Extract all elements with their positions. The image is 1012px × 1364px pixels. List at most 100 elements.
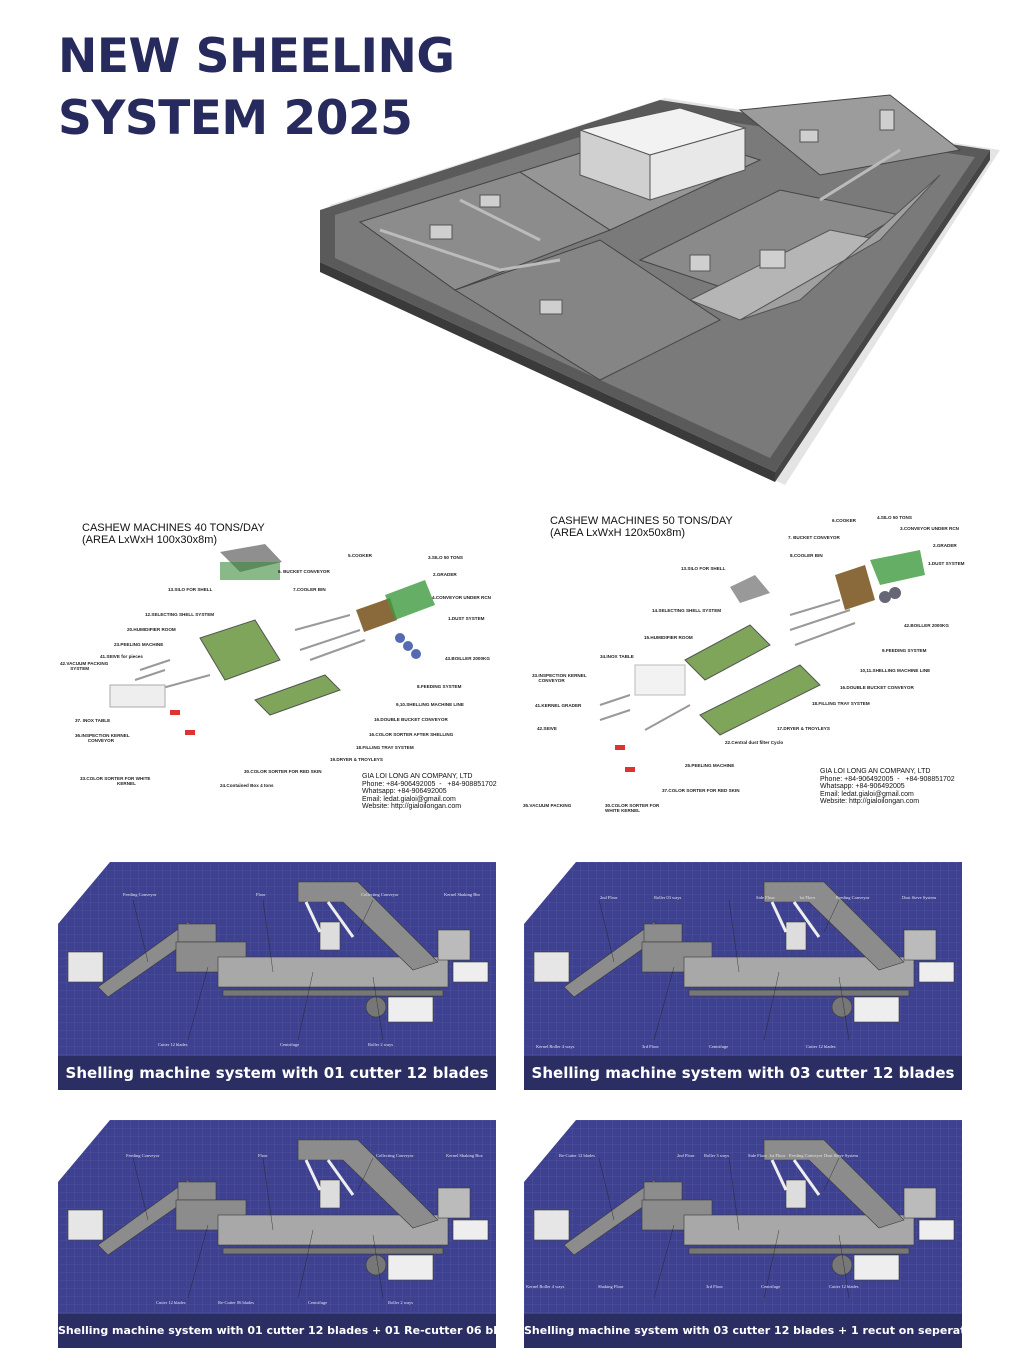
component-label: Feeding Conveyor — [123, 892, 157, 897]
equipment-label: 9.FEEDING SYSTEM — [882, 648, 927, 653]
component-label: Roller 3 ways — [704, 1153, 729, 1158]
title-line-2: SYSTEM 2025 — [58, 91, 413, 146]
component-label: Re-Cutter 12 blades — [559, 1153, 595, 1158]
equipment-label: 2.GRADER — [933, 543, 957, 548]
component-label: Centrifuge — [761, 1284, 781, 1289]
equipment-label: 5.COOKER — [348, 553, 372, 558]
component-label: Cutter 12 blades — [156, 1300, 186, 1305]
title-line-1: NEW SHEELING — [58, 29, 455, 84]
component-label: Kernel Shaking Bin — [444, 892, 480, 897]
equipment-label: 41.SEIVE for pieces — [100, 654, 143, 659]
factory-3d-render — [320, 94, 1000, 485]
component-label: 3rd Floor — [706, 1284, 723, 1289]
equipment-label: 16.DOUBLE BUCKET CONVEYOR — [840, 685, 914, 690]
component-label: Feeding Conveyor — [126, 1153, 160, 1158]
component-label: Dust Sieve System — [824, 1153, 859, 1158]
equipment-label: 23.PEELING MACHINE — [114, 642, 164, 647]
equipment-label: 37.COLOR SORTER FOR RED SKIN — [662, 788, 740, 793]
equipment-label: 33.INSPECTION KERNEL CONVEYOR — [532, 673, 587, 683]
equipment-label: 33.COLOR SORTER FOR WHITE KERNEL — [80, 776, 151, 786]
component-label: 1st Floor — [769, 1153, 786, 1158]
component-label: Kernel Shaking Box — [446, 1153, 483, 1158]
machine-illustration — [67, 1139, 489, 1299]
component-label: Floor — [258, 1153, 268, 1158]
layout-title: CASHEW MACHINES 50 TONS/DAY (AREA LxWxH … — [550, 515, 733, 539]
component-label: Cutter 12 blades — [829, 1284, 859, 1289]
component-label: Feeding Conveyor — [836, 895, 870, 900]
equipment-label: 15.HUMIDIFIER ROOM — [644, 635, 693, 640]
equipment-label: 13.SILO FOR SHELL — [168, 587, 213, 592]
component-label: Roller 2 ways — [388, 1300, 413, 1305]
panel-caption: Shelling machine system with 03 cutter 1… — [524, 1056, 962, 1090]
equipment-label: 3.SILO 50 TONS — [428, 555, 463, 560]
equipment-label: 14.SELECTING SHELL SYSTEM — [652, 608, 722, 613]
equipment-label: 1.DUST SYSTEM — [448, 616, 485, 621]
equipment-label: 35.VACUUM PACKING — [523, 803, 572, 808]
panel-caption: Shelling machine system with 01 cutter 1… — [58, 1314, 496, 1348]
component-label: Centrifuge — [709, 1044, 729, 1049]
equipment-label: 19.DRYER & TROYLEYS — [330, 757, 383, 762]
equipment-label: 17.DRYER & TROYLEYS — [777, 726, 830, 731]
equipment-label: 18.FILLING TRAY SYSTEM — [356, 745, 414, 750]
company-contact: GIA LOI LONG AN COMPANY, LTD Phone: +84-… — [362, 773, 497, 810]
equipment-label: 4.SILO 50 TONS — [877, 515, 912, 520]
equipment-label: 12.SELECTING SHELL SYSTEM — [145, 612, 215, 617]
equipment-label: 36.INSPECTION KERNEL CONVEYOR — [75, 733, 130, 743]
equipment-label: 7. BUCKET CONVEYOR — [788, 535, 840, 540]
equipment-label: 30.COLOR SORTER FOR RED SKIN — [244, 769, 322, 774]
equipment-label: 18.FILLING TRAY SYSTEM — [812, 701, 870, 706]
equipment-label: 10,11.SHELLING MACHINE LINE — [860, 668, 931, 673]
equipment-label: 22.Central dust filter Cyclo — [725, 740, 784, 745]
component-label: 1st Floor — [799, 895, 816, 900]
component-label: 2nd Floor — [677, 1153, 695, 1158]
component-label: 3rd Floor — [642, 1044, 659, 1049]
equipment-label: 9,10.SHELLING MACHINE LINE — [396, 702, 464, 707]
component-label: Roller 2 ways — [368, 1042, 393, 1047]
equipment-label: 1.DUST SYSTEM — [928, 561, 965, 566]
equipment-label: 41.KERNEL GRADER — [535, 703, 582, 708]
equipment-label: 8.FEEDING SYSTEM — [417, 684, 462, 689]
component-label: Shaking Floor — [598, 1284, 624, 1289]
equipment-label: 6. BUCKET CONVEYOR — [278, 569, 330, 574]
component-label: Roller 03 ways — [654, 895, 682, 900]
equipment-label: 25.PEELING MACHINE — [685, 763, 735, 768]
equipment-label: 20.HUMIDIFIER ROOM — [127, 627, 176, 632]
equipment-label: 24.Contained Box 4 tons — [220, 783, 274, 788]
equipment-label: 2.GRADER — [433, 572, 457, 577]
machine-illustration — [67, 881, 489, 1041]
panel-03-cutter-recut: Re-Cutter 12 blades 2nd Floor Roller 3 way… — [524, 1120, 962, 1348]
equipment-label: 4.CONVEYOR UNDER RCN — [432, 595, 491, 600]
equipment-label: 37. INOX TABLE — [75, 718, 111, 723]
component-label: Cutter 12 blades — [806, 1044, 836, 1049]
component-label: Re-Cutter 06 blades — [218, 1300, 254, 1305]
company-contact: GIA LOI LONG AN COMPANY, LTD Phone: +84-… — [820, 768, 955, 805]
equipment-label: 7.COOLER BIN — [293, 587, 326, 592]
panel-caption: Shelling machine system with 01 cutter 1… — [58, 1056, 496, 1090]
layout-50-illustration — [599, 550, 925, 772]
equipment-label: 13.SILO FOR SHELL — [681, 566, 726, 571]
component-label: Feeding Conveyor — [789, 1153, 823, 1158]
component-label: Floor — [256, 892, 266, 897]
equipment-label: 42.BOILLER 2000KG — [904, 623, 949, 628]
layout-title: CASHEW MACHINES 40 TONS/DAY (AREA LxWxH … — [82, 522, 265, 546]
equipment-label: 42.VACUUM PACKING SYSTEM — [60, 661, 109, 671]
panel-caption: Shelling machine system with 03 cutter 1… — [524, 1314, 962, 1348]
equipment-label: 6.COOKER — [832, 518, 856, 523]
component-label: 2nd Floor — [600, 895, 618, 900]
equipment-label: 16.DOUBLE BUCKET CONVEYOR — [374, 717, 448, 722]
equipment-label: 43.BOILLER 2000KG — [445, 656, 490, 661]
equipment-label: 42.SEIVE — [537, 726, 557, 731]
page-title: NEW SHEELING SYSTEM 2025 — [58, 26, 455, 150]
equipment-label: 34.INOX TABLE — [600, 654, 634, 659]
component-label: Dust Sieve System — [902, 895, 937, 900]
machine-illustration — [533, 881, 955, 1041]
component-label: Centrifuge — [308, 1300, 328, 1305]
equipment-label: 3.CONVEYOR UNDER RCN — [900, 526, 959, 531]
layout-50-tons: CASHEW MACHINES 50 TONS/DAY (AREA LxWxH … — [520, 505, 965, 815]
component-label: Kernel Roller 4 ways — [526, 1284, 565, 1289]
component-label: Side Floor — [748, 1153, 767, 1158]
equipment-label: 30.COLOR SORTER FOR WHITE KERNEL — [605, 803, 660, 813]
equipment-label: 16.COLOR SORTER AFTER SHELLING — [369, 732, 454, 737]
